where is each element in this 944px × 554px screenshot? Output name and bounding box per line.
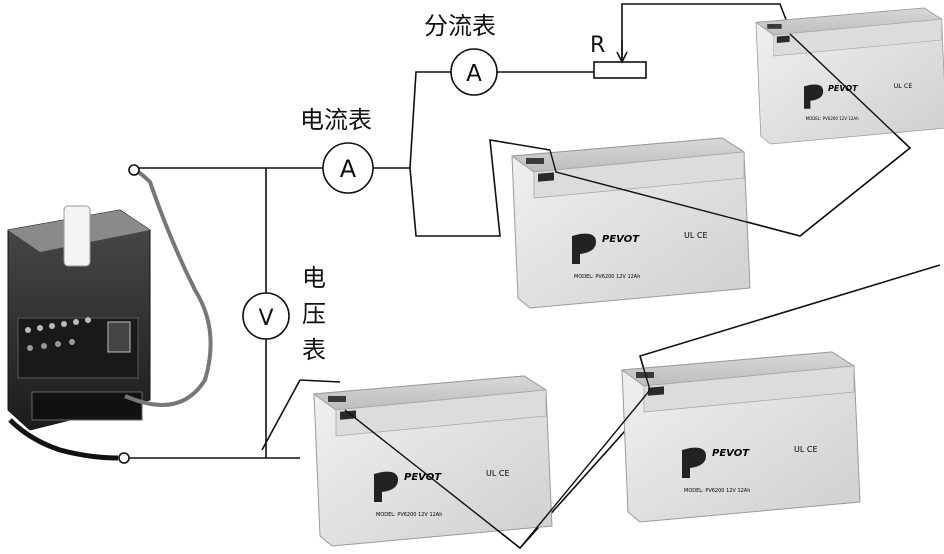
ammeter: A 电流表 (300, 106, 374, 194)
voltmeter-label-char-3: 表 (302, 336, 326, 364)
battery-3: PEVOT UL CE MODEL: PV6200 12V 12Ah (313, 375, 553, 547)
battery-cert: UL CE (794, 445, 818, 454)
resistor-label: R (590, 33, 605, 58)
battery-4: PEVOT UL CE MODEL: PV6200 12V 12Ah (755, 7, 944, 145)
ammeter-label: 电流表 (300, 106, 372, 134)
battery-cert: UL CE (894, 82, 913, 90)
battery-model: MODEL: PV6200 12V 12Ah (684, 488, 750, 494)
shunt-meter-label: 分流表 (424, 12, 496, 40)
overlay-wires (344, 33, 912, 549)
battery-model: MODEL: PV6200 12V 12Ah (806, 116, 860, 121)
negative-terminal (118, 452, 130, 464)
battery-brand: PEVOT (404, 472, 442, 483)
voltmeter-label-char-2: 压 (302, 300, 326, 328)
battery-cert: UL CE (684, 231, 708, 240)
battery-brand: PEVOT (712, 448, 750, 459)
positive-terminal (128, 164, 140, 176)
ammeter-symbol: A (340, 155, 357, 183)
rheostat: R (590, 33, 647, 79)
charger-handle (63, 205, 91, 267)
shunt-ammeter: A 分流表 (424, 12, 498, 96)
battery-cert: UL CE (486, 469, 510, 478)
charger-unit (7, 168, 213, 461)
battery-model: MODEL: PV6200 12V 12Ah (574, 274, 640, 280)
battery-2: PEVOT UL CE MODEL: PV6200 12V 12Ah (621, 351, 861, 523)
charger-cable-bottom (8, 418, 119, 461)
wiper-arrow-icon (616, 51, 628, 64)
battery-brand: PEVOT (828, 84, 858, 93)
battery-model: MODEL: PV6200 12V 12Ah (376, 512, 442, 518)
voltmeter: V 电 压 表 (242, 264, 326, 364)
charger-cable-top (124, 168, 213, 407)
battery-brand: PEVOT (602, 234, 640, 245)
shunt-symbol: A (466, 61, 482, 87)
voltmeter-symbol: V (258, 306, 273, 331)
battery-1: PEVOT UL CE MODEL: PV6200 12V 12Ah (511, 137, 751, 309)
charger-control-panel (17, 317, 139, 379)
voltmeter-label-char-1: 电 (302, 264, 326, 292)
